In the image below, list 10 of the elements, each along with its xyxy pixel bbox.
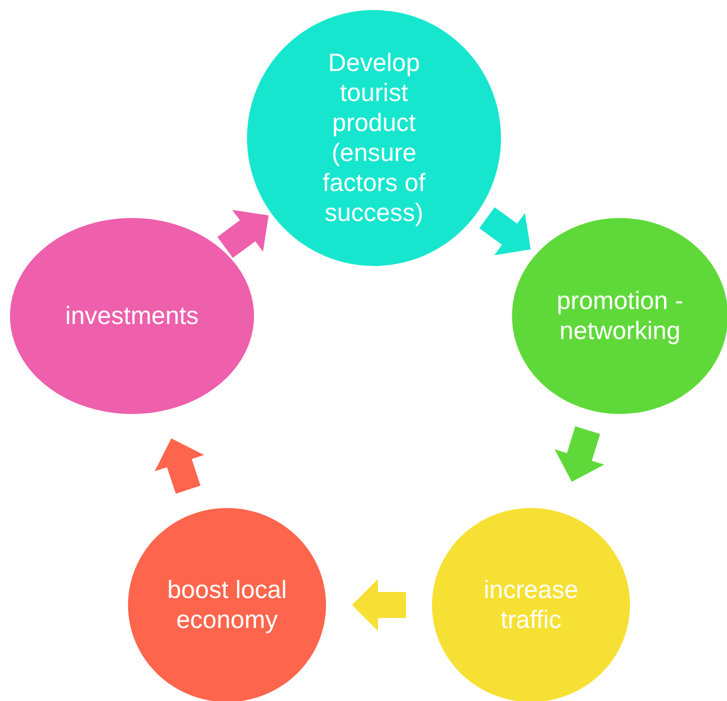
block-arrow xyxy=(352,579,406,631)
block-arrow xyxy=(217,210,269,258)
block-arrow xyxy=(479,207,531,256)
node-label: investments xyxy=(64,301,200,331)
block-arrow xyxy=(154,438,204,494)
node-label: boost local economy xyxy=(166,575,288,635)
node-label: increase traffic xyxy=(482,575,580,635)
node-label: Develop tourist product (ensure factors of success) xyxy=(322,48,426,228)
node-label: promotion - networking xyxy=(556,286,684,346)
block-arrow xyxy=(554,426,604,482)
